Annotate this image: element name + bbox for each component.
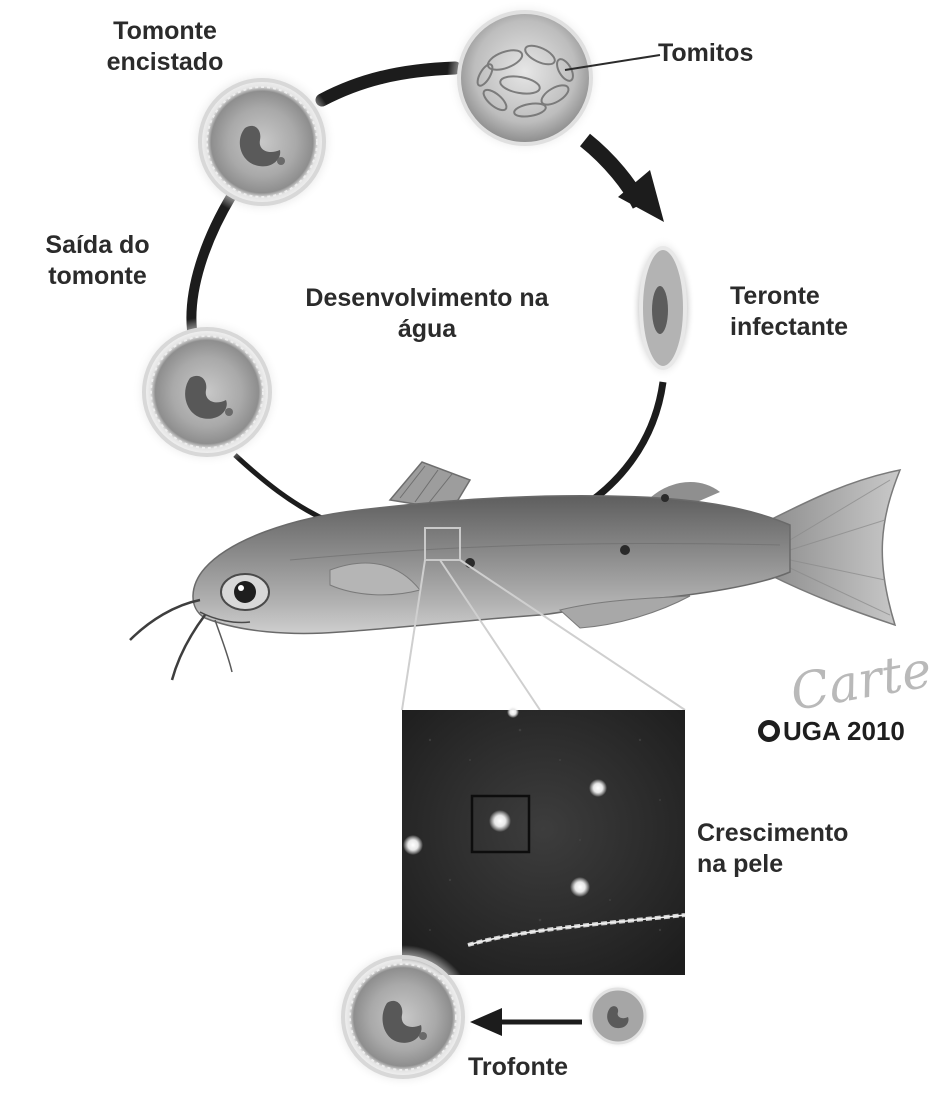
label-saida-do-tomonte: Saída do tomonte [25, 230, 170, 292]
label-desenvolvimento: Desenvolvimento na água [282, 283, 572, 345]
label-line: infectante [730, 312, 848, 343]
skin-micrograph [402, 706, 685, 975]
label-line: na pele [697, 849, 848, 880]
catfish-illustration [130, 462, 900, 680]
trophont-icon [331, 945, 475, 1089]
label-line: Teronte [730, 281, 848, 312]
copyright-text: UGA 2010 [783, 716, 905, 746]
cyst-icon [187, 67, 337, 217]
copyright-notice: UGA 2010 [758, 716, 905, 747]
label-line: tomonte [25, 261, 170, 292]
label-line: Desenvolvimento na [282, 283, 572, 314]
exiting-tomont-icon [132, 317, 282, 467]
label-crescimento-na-pele: Crescimento na pele [697, 818, 848, 880]
label-tomonte-encistado: Tomonte encistado [90, 16, 240, 78]
tomites-icon [447, 0, 660, 156]
label-line: Saída do [25, 230, 170, 261]
small-trophont-icon [585, 983, 651, 1049]
theront-icon [631, 236, 695, 380]
label-line: Crescimento [697, 818, 848, 849]
label-trofonte: Trofonte [468, 1052, 568, 1083]
label-tomitos: Tomitos [658, 38, 753, 69]
label-line: encistado [90, 47, 240, 78]
trophont-arrow [470, 1008, 582, 1036]
label-teronte-infectante: Teronte infectante [730, 281, 848, 343]
label-line: Tomonte [90, 16, 240, 47]
copyright-icon [758, 720, 780, 742]
label-line: água [282, 314, 572, 345]
